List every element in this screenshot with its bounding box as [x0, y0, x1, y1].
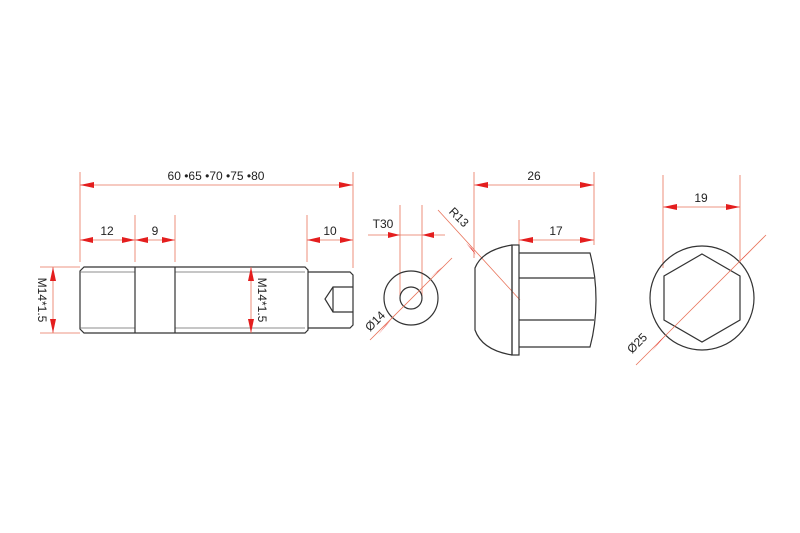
cap-diameter-label: Ø25 [624, 330, 650, 356]
thread-right-label: M14*1.5 [255, 278, 269, 323]
small-diameter-label: Ø14 [362, 308, 388, 334]
total-length-label: 26 [527, 169, 541, 183]
cap-side-view: 26 17 R13 [437, 169, 597, 356]
thread-start-label: 12 [100, 224, 114, 238]
radius-label: R13 [446, 204, 472, 230]
bolt-end-view: T30 Ø14 [362, 205, 453, 341]
bolt-side-view: 60 •65 •70 •75 •80 12 9 10 M14*1 [35, 169, 354, 334]
drive-label: T30 [373, 217, 394, 231]
hex-length-label: 17 [549, 224, 563, 238]
overall-length-label: 60 •65 •70 •75 •80 [168, 169, 265, 183]
cap-end-view: 19 Ø25 [624, 175, 767, 366]
band-label: 9 [152, 224, 159, 238]
hex-width-label: 19 [694, 191, 708, 205]
tip-label: 10 [323, 224, 337, 238]
thread-left-label: M14*1.5 [35, 278, 49, 323]
